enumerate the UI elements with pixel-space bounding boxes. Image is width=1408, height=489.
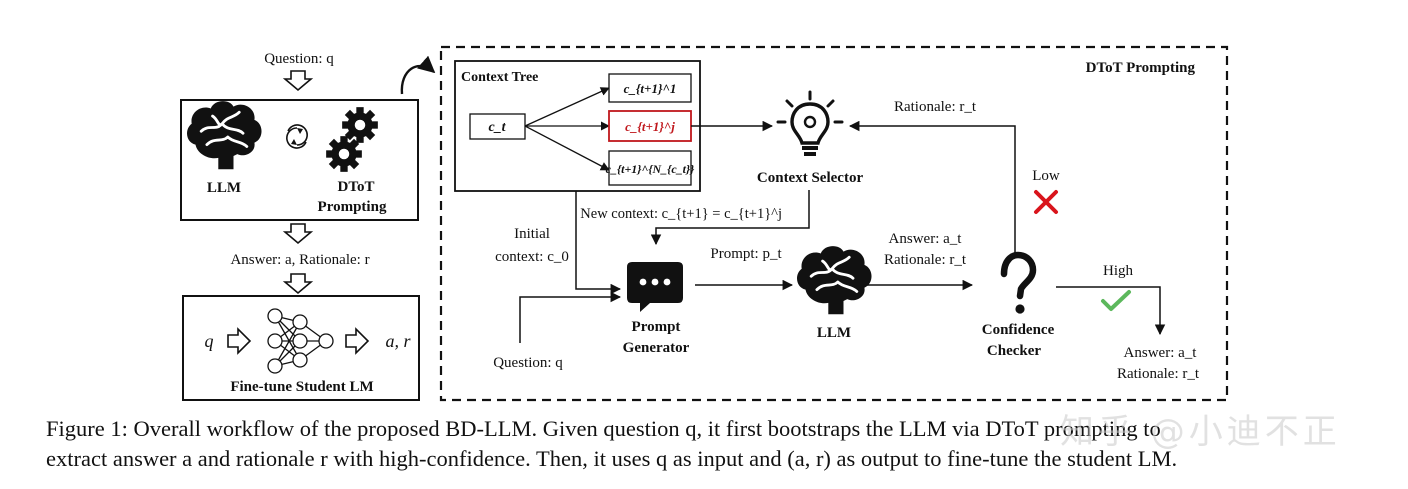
student-lm-label: Fine-tune Student LM — [230, 379, 373, 395]
prompt-label: Prompt: p_t — [710, 246, 782, 262]
refresh-icon — [286, 124, 308, 149]
new-context-label: New context: c_{t+1} = c_{t+1}^j — [580, 206, 782, 222]
rationale-mid-label: Rationale: r_t — [884, 252, 967, 268]
question-label: Question: q — [264, 51, 334, 67]
initial-context-arrow — [575, 191, 622, 295]
down-arrow-icon — [284, 273, 312, 294]
panel-title: DToT Prompting — [1086, 60, 1196, 76]
check-icon — [1101, 290, 1131, 311]
right-panel: DToT Prompting Context Tree c_t c_{t+1}^… — [439, 45, 1229, 402]
llm-label: LLM — [207, 180, 241, 196]
chat-bubble-icon — [627, 262, 683, 312]
dtot-panel-border — [439, 45, 1229, 402]
initial-context-label-1: Initial — [514, 226, 550, 242]
student-input-label: q — [205, 331, 214, 351]
child-node-1 — [608, 73, 692, 103]
llm-center-label: LLM — [817, 325, 851, 341]
question-mark-icon — [1000, 251, 1037, 314]
child-node-n-label: c_{t+1}^{N_{c_t}} — [606, 162, 696, 176]
question-arrow — [519, 291, 622, 343]
tree-edge — [524, 125, 610, 171]
curved-arrow-icon — [400, 55, 436, 95]
cross-icon — [1034, 190, 1058, 214]
figure-caption: Figure 1: Overall workflow of the propos… — [46, 414, 1376, 474]
prompt-generator-label-2: Generator — [623, 340, 690, 356]
low-label: Low — [1032, 168, 1060, 184]
child-node-1-label: c_{t+1}^1 — [624, 81, 677, 96]
new-context-arrow — [650, 190, 810, 246]
child-node-n — [608, 150, 692, 186]
dtot-label-2: Prompting — [318, 199, 387, 215]
lightbulb-icon — [776, 90, 844, 156]
tree-edge — [524, 87, 610, 127]
feedback-rationale-label: Rationale: r_t — [894, 99, 977, 115]
feedback-arrow — [848, 120, 1016, 258]
root-node-label: c_t — [488, 120, 506, 135]
initial-context-label-2: context: c_0 — [495, 249, 569, 265]
watermark: 知乎 @小迪不正 — [1060, 412, 1341, 452]
gear-icon-small — [326, 136, 362, 172]
question-input-label: Question: q — [493, 355, 563, 371]
context-tree-label: Context Tree — [461, 70, 538, 85]
answer-mid-label: Answer: a_t — [889, 231, 963, 247]
child-node-j-label: c_{t+1}^j — [625, 119, 675, 134]
high-confidence-arrow — [1056, 286, 1166, 336]
dtot-label-1: DToT — [338, 179, 375, 195]
down-arrow-icon — [284, 70, 312, 91]
student-output-label: a, r — [385, 331, 411, 351]
confidence-label-1: Confidence — [982, 322, 1055, 338]
brain-icon — [795, 244, 873, 316]
workflow-diagram: Question: q LLM DToT Prompting Answer: a… — [180, 45, 1229, 402]
final-answer-label: Answer: a_t — [1124, 345, 1198, 361]
down-arrow-icon — [284, 223, 312, 244]
context-selector-label: Context Selector — [757, 170, 864, 186]
high-label: High — [1103, 263, 1134, 279]
answer-rationale-label: Answer: a, Rationale: r — [230, 252, 369, 268]
confidence-label-2: Checker — [987, 343, 1041, 359]
final-rationale-label: Rationale: r_t — [1117, 366, 1200, 382]
prompt-generator-label-1: Prompt — [632, 319, 681, 335]
left-panel: Question: q LLM DToT Prompting Answer: a… — [180, 51, 420, 401]
neural-network-icon — [267, 308, 334, 374]
caption-line-2: extract answer a and rationale r with hi… — [46, 446, 1178, 471]
caption-line-1: Figure 1: Overall workflow of the propos… — [46, 416, 1161, 441]
